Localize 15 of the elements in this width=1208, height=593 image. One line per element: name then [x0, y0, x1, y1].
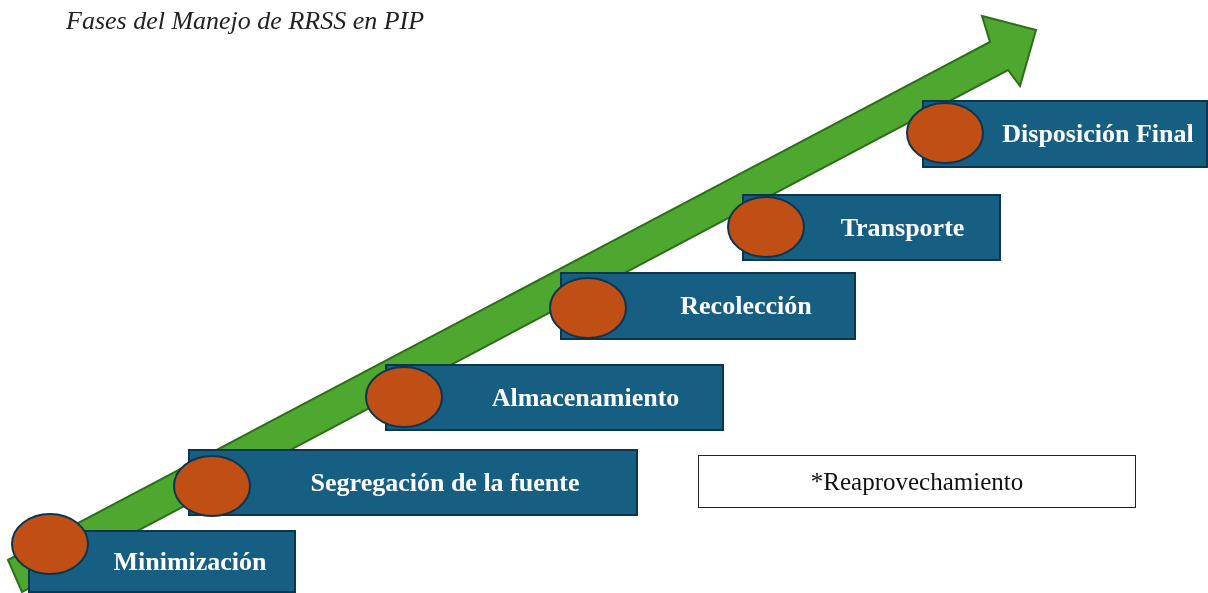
- circle-marker: [906, 102, 984, 164]
- step-label: Transporte: [840, 212, 965, 243]
- circle-marker: [727, 196, 805, 258]
- note-box: [698, 455, 1136, 508]
- circle-marker: [365, 366, 443, 428]
- step-label: Minimización: [113, 546, 267, 577]
- circle-marker: [11, 513, 89, 575]
- circle-marker: [549, 277, 627, 339]
- step-label: Recolección: [680, 291, 812, 321]
- step-label: Disposición Final: [1002, 119, 1194, 149]
- step-label: *Reaprovechamiento: [810, 467, 1024, 496]
- step-label: Segregación de la fuente: [310, 467, 580, 498]
- step-label: Almacenamiento: [491, 382, 680, 413]
- diagram-title: Fases del Manejo de RRSS en PIP: [66, 6, 425, 36]
- circle-marker: [173, 455, 251, 517]
